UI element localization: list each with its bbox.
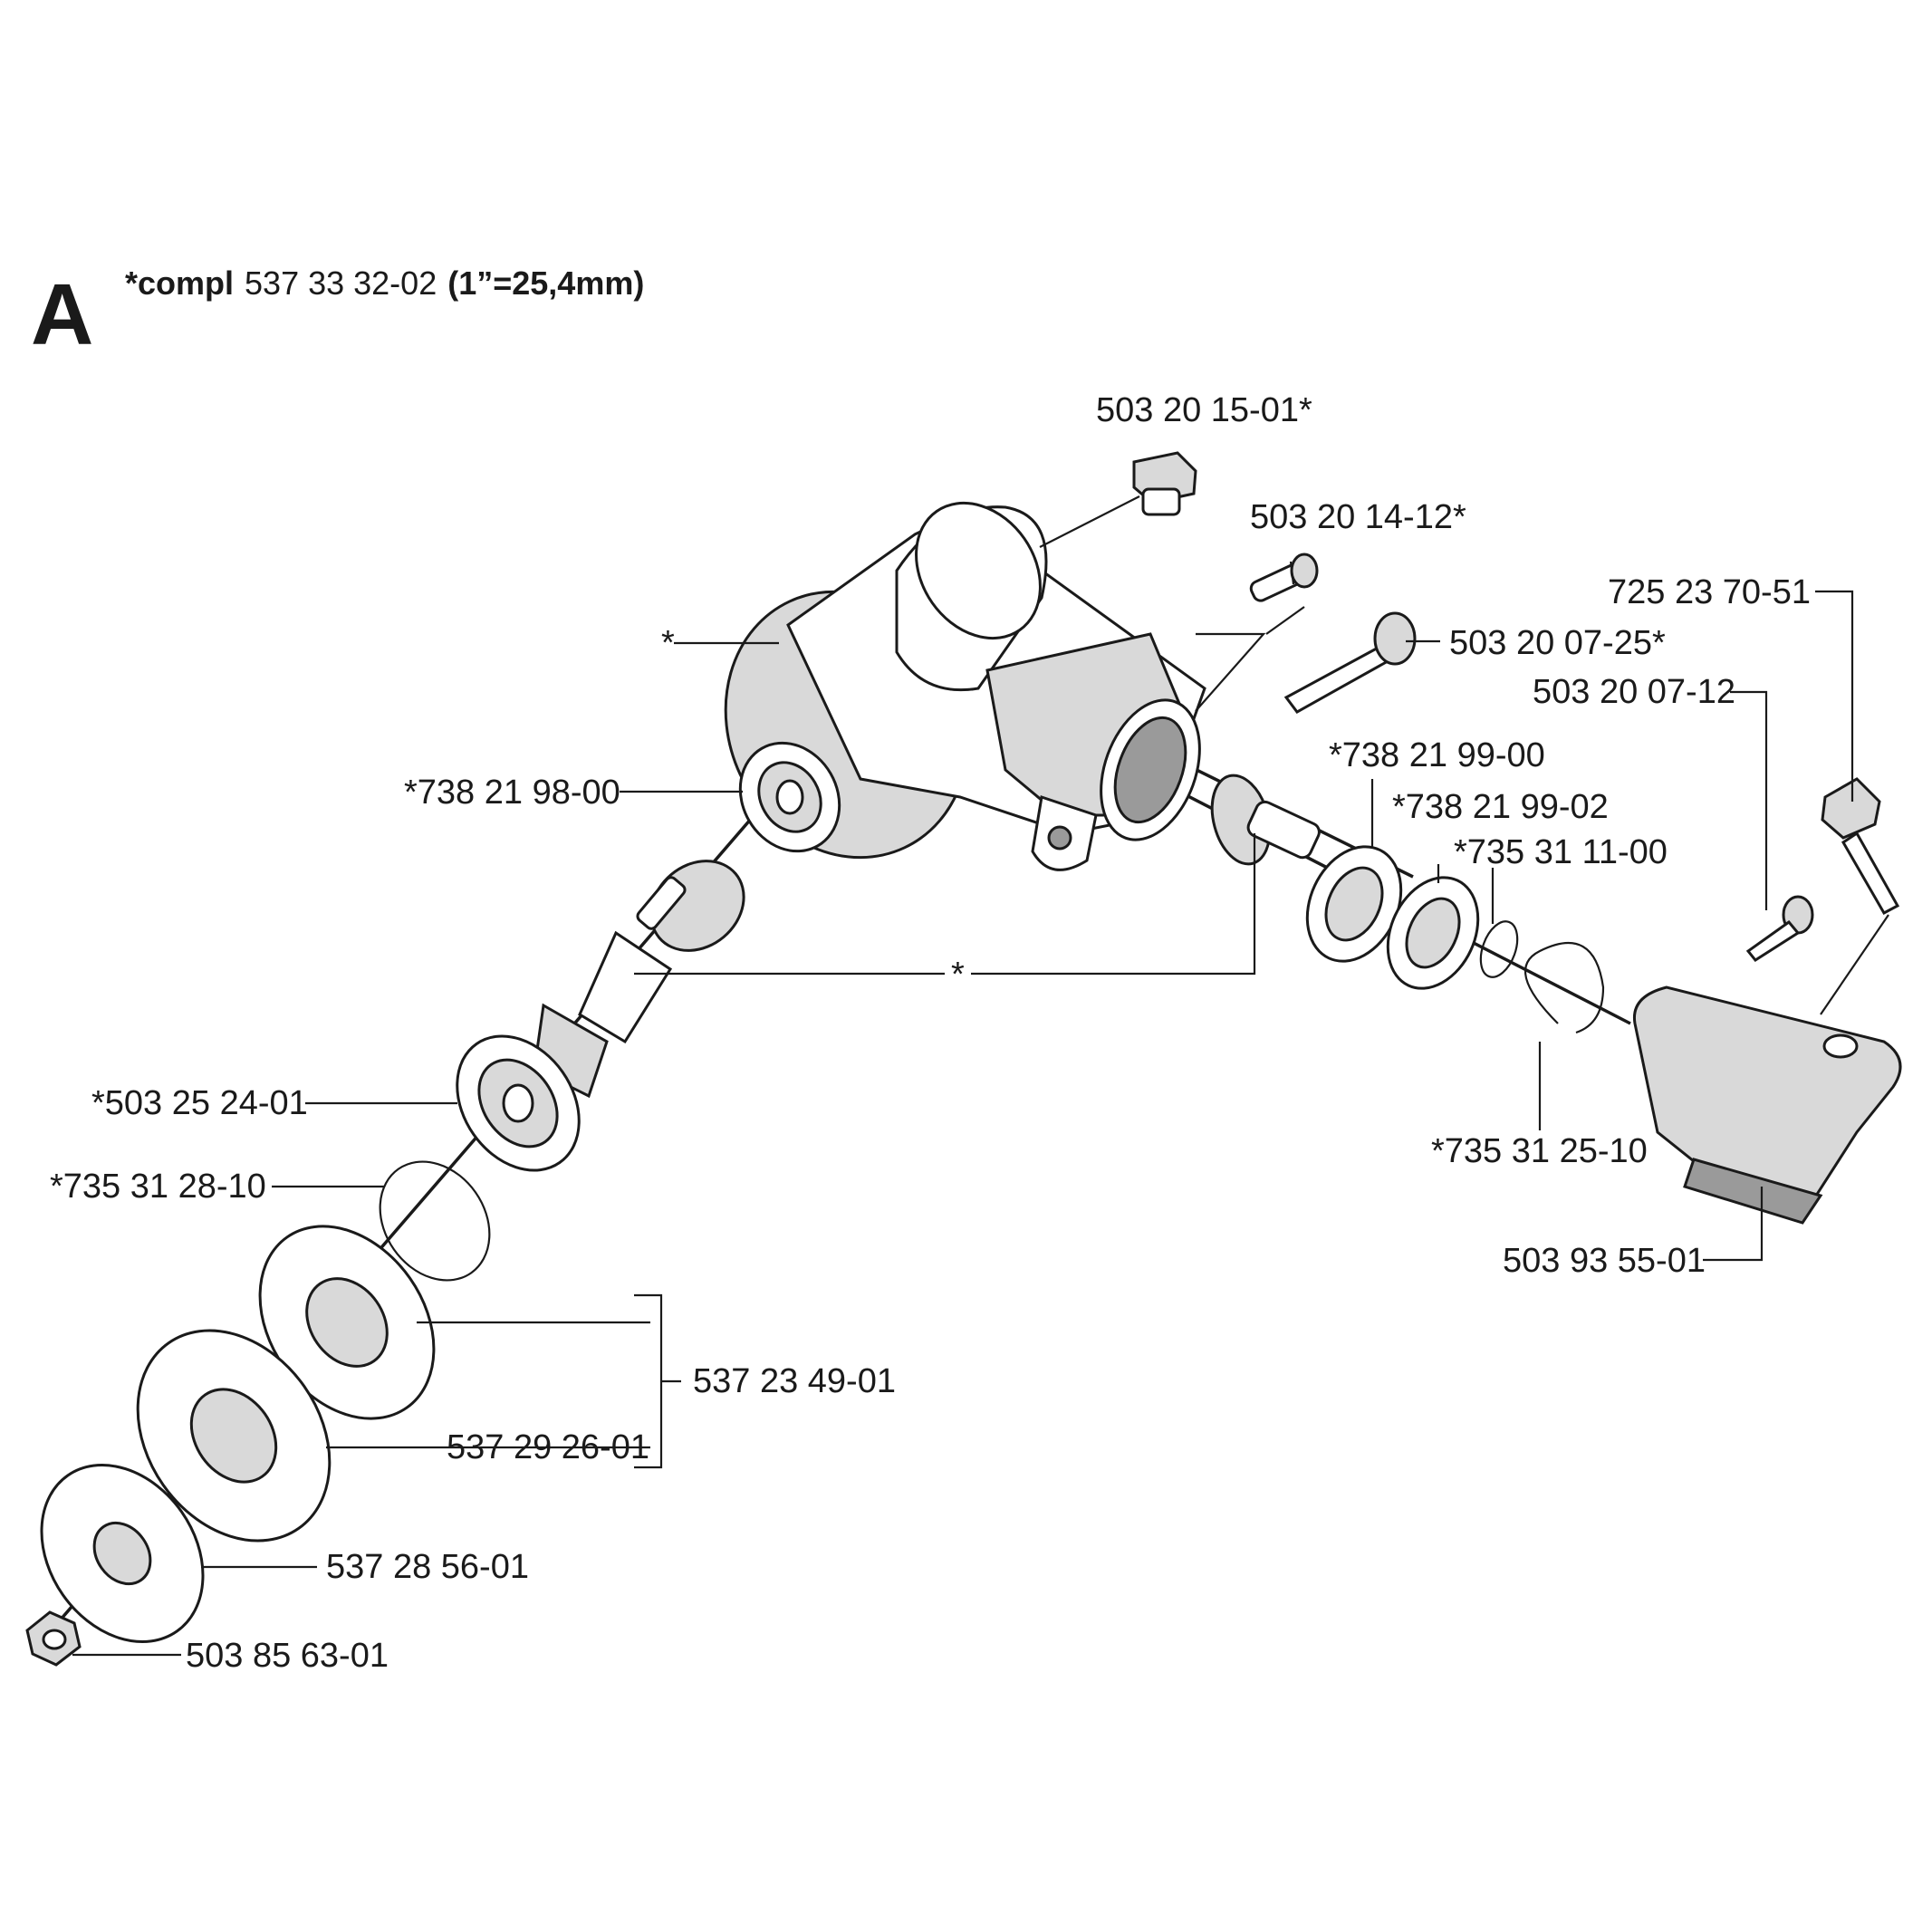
- label-gears-star: *: [951, 956, 965, 994]
- scale-note: (1”=25,4mm): [447, 264, 644, 302]
- screw-503-20-07-12: [1745, 895, 1814, 962]
- label-503-93-55-01: 503 93 55-01: [1503, 1242, 1706, 1280]
- bearing-503-25-24-01: [456, 1034, 581, 1172]
- label-735-31-25-10: *735 31 25-10: [1431, 1132, 1648, 1170]
- bearing-upper-part: [738, 741, 841, 853]
- label-725-23-70-51: 725 23 70-51: [1608, 573, 1811, 611]
- compl-label: *compl: [125, 264, 234, 302]
- label-537-23-49-01: 537 23 49-01: [693, 1362, 896, 1400]
- long-screw-part: [1283, 611, 1417, 714]
- flange-537-23-49-01: [258, 1225, 436, 1420]
- label-503-20-14-12: 503 20 14-12*: [1250, 498, 1466, 536]
- leader-lines: [72, 495, 1889, 1657]
- section-letter: A: [31, 266, 93, 363]
- plug-part: [1132, 451, 1197, 516]
- ring-735-31-28-10: [379, 1160, 491, 1282]
- label-503-20-07-12: 503 20 07-12: [1533, 673, 1735, 711]
- ring-735-31-11-00: [1479, 920, 1519, 978]
- disc-537-29-26-01: [136, 1329, 332, 1543]
- label-537-28-56-01: 537 28 56-01: [326, 1548, 529, 1586]
- pinion-gear: [1210, 774, 1321, 866]
- label-503-85-63-01: 503 85 63-01: [186, 1637, 389, 1675]
- bolt-725-23-70-51: [1821, 777, 1900, 916]
- nut-503-85-63-01: [25, 1610, 82, 1667]
- washer-537-28-56-01: [40, 1464, 205, 1643]
- label-503-20-15-01: 503 20 15-01*: [1096, 391, 1312, 429]
- bevel-gear-shaft: [533, 860, 745, 1099]
- bearing-738-21-99-02: [1386, 876, 1480, 990]
- label-735-31-11-00: *735 31 11-00: [1454, 833, 1668, 871]
- label-738-21-99-00: *738 21 99-00: [1329, 736, 1545, 774]
- bearing-738-21-99-00: [1305, 845, 1403, 963]
- assembly-header: *compl 537 33 32-02 (1”=25,4mm): [125, 264, 644, 302]
- label-735-31-28-10: *735 31 28-10: [50, 1168, 266, 1206]
- compl-number: 537 33 32-02: [245, 264, 437, 302]
- label-738-21-99-02: *738 21 99-02: [1392, 788, 1609, 826]
- circlip-735-31-25-10: [1524, 941, 1605, 1034]
- clamp-503-93-55-01: [1632, 985, 1902, 1225]
- label-503-25-24-01: *503 25 24-01: [91, 1084, 308, 1122]
- label-503-20-07-25: 503 20 07-25*: [1449, 624, 1666, 662]
- label-housing-star: *: [661, 624, 675, 662]
- label-537-29-26-01: 537 29 26-01: [447, 1428, 649, 1466]
- label-738-21-98-00: *738 21 98-00: [404, 774, 620, 812]
- screw-small-part: [1249, 553, 1319, 602]
